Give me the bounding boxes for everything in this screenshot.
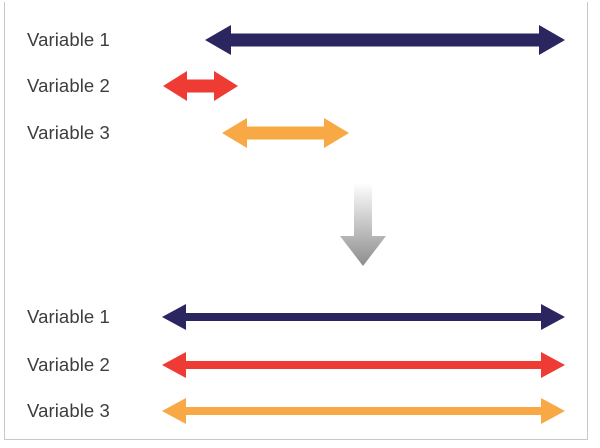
variable-label: Variable 1 xyxy=(27,28,110,50)
arrow-body-navy xyxy=(205,25,565,55)
variable-label: Variable 1 xyxy=(27,305,110,327)
arrow-body-red xyxy=(162,352,565,378)
double-headed-arrow-icon xyxy=(222,118,349,148)
double-headed-arrow-icon xyxy=(162,352,565,378)
transition-arrow-body xyxy=(340,184,386,266)
double-headed-arrow-icon xyxy=(162,398,565,424)
variable-label: Variable 2 xyxy=(27,353,110,375)
double-headed-arrow-icon xyxy=(205,25,565,55)
variable-label: Variable 2 xyxy=(27,74,110,96)
arrow-body-orange xyxy=(162,398,565,424)
double-headed-arrow-icon xyxy=(163,71,238,101)
variable-label: Variable 3 xyxy=(27,121,110,143)
canvas-border-top-gap xyxy=(3,0,591,2)
down-arrow-gradient-icon xyxy=(340,184,386,266)
double-headed-arrow-icon xyxy=(162,304,565,330)
variable-label: Variable 3 xyxy=(27,399,110,421)
arrow-body-navy xyxy=(162,304,565,330)
arrow-body-red xyxy=(163,71,238,101)
arrow-body-orange xyxy=(222,118,349,148)
